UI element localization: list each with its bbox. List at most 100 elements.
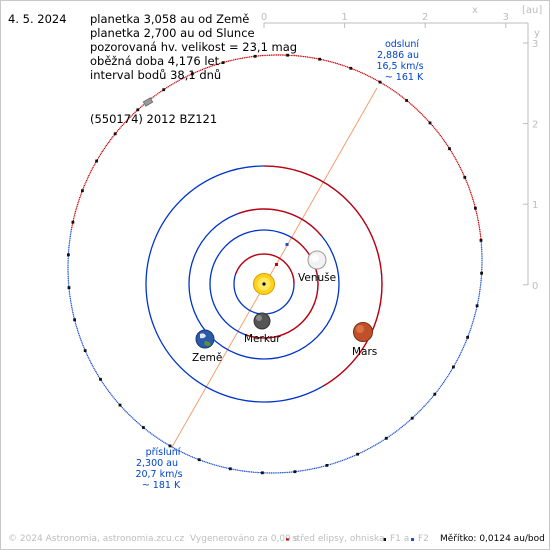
asteroid-orbit-dot — [67, 263, 69, 265]
asteroid-orbit-dot — [471, 322, 474, 325]
asteroid-orbit-dot — [200, 69, 202, 71]
asteroid-orbit-dot — [210, 463, 212, 465]
asteroid-orbit-dot — [481, 257, 483, 260]
asteroid-orbit-dot — [86, 354, 89, 357]
asteroid-orbit-dot — [125, 120, 127, 123]
asteroid-orbit-dot — [324, 59, 326, 62]
asteroid-orbit-dot — [469, 329, 471, 332]
planet-orbits — [145, 165, 383, 403]
asteroid-orbit-dot — [303, 55, 305, 58]
asteroid-interval-marker — [480, 271, 483, 275]
perihelion-speed: 20,7 km/s — [135, 469, 182, 480]
asteroid-orbit-dot — [481, 250, 483, 252]
asteroid-orbit-dot — [69, 299, 72, 301]
asteroid-orbit-dot — [88, 174, 90, 177]
asteroid-orbit-dot — [481, 267, 483, 269]
asteroid-orbit-dot — [472, 319, 475, 321]
asteroid-orbit-dot — [70, 301, 72, 303]
asteroid[interactable] — [142, 97, 154, 107]
asteroid-orbit-dot — [288, 471, 291, 473]
asteroid-orbit-dot — [436, 130, 438, 132]
asteroid-orbit-dot — [446, 145, 449, 147]
asteroid-orbit — [67, 53, 483, 475]
asteroid-orbit-dot — [475, 211, 477, 213]
asteroid-orbit-dot — [412, 105, 415, 108]
asteroid-orbit-dot — [229, 60, 231, 62]
asteroid-orbit-dot — [473, 204, 476, 206]
asteroid-orbit-dot — [129, 116, 131, 119]
asteroid-orbit-dot — [460, 351, 462, 354]
object-name: (550174) 2012 BZ121 — [90, 112, 218, 126]
info-line-magnitude: pozorovaná hv. velikost = 23,1 mag — [90, 40, 298, 54]
mercury[interactable] — [253, 312, 271, 330]
asteroid-orbit-dot — [236, 469, 238, 471]
venus[interactable] — [307, 250, 327, 270]
asteroid-orbit-dot — [447, 375, 449, 378]
asteroid-orbit-dot — [94, 369, 96, 371]
asteroid-orbit-dot — [79, 196, 81, 199]
asteroid-orbit-dot — [103, 147, 106, 150]
asteroid-orbit-dot — [478, 296, 480, 298]
asteroid-orbit-dot — [142, 104, 144, 106]
asteroid-orbit-dot — [207, 462, 209, 464]
focus-f2-marker — [285, 243, 289, 246]
asteroid-orbit-dot — [243, 57, 245, 59]
asteroid-orbit-dot — [407, 421, 409, 423]
asteroid-interval-marker — [118, 403, 122, 407]
asteroid-orbit-dot — [68, 285, 70, 287]
asteroid-orbit-dot — [272, 54, 274, 56]
asteroid-orbit-dot — [283, 54, 285, 56]
asteroid-orbit-dot — [69, 234, 72, 236]
asteroid-orbit-dot — [481, 252, 483, 254]
asteroid-orbit-dot — [172, 83, 174, 85]
mars[interactable] — [353, 322, 373, 342]
asteroid-orbit-dot — [86, 353, 88, 355]
asteroid-orbit-dot — [226, 467, 228, 469]
asteroid-orbit-dot — [457, 162, 459, 164]
asteroid-orbit-dot — [406, 422, 408, 424]
asteroid-orbit-dot — [470, 193, 472, 195]
asteroid-orbit-dot — [110, 138, 112, 141]
venus-orbit-ascending-arc — [245, 236, 319, 339]
asteroid-orbit-dot — [360, 71, 362, 74]
asteroid-orbit-dot — [313, 467, 316, 470]
y-axis-corner-label: y — [534, 28, 540, 39]
asteroid-orbit-dot — [403, 424, 405, 426]
y-tick-label: 3 — [532, 39, 538, 50]
asteroid-orbit-dot — [121, 407, 124, 409]
asteroid-orbit-dot — [99, 154, 102, 156]
asteroid-orbit-dot — [75, 326, 78, 328]
asteroid-orbit-dot — [256, 55, 258, 57]
asteroid-orbit-dot — [164, 442, 167, 444]
asteroid-orbit-dot — [387, 86, 389, 88]
asteroid-orbit-dot — [267, 54, 269, 56]
asteroid-orbit-dot — [272, 472, 274, 474]
asteroid-orbit-dot — [421, 114, 424, 116]
legend-f2-marker — [411, 538, 414, 541]
asteroid-orbit-dot — [70, 230, 72, 232]
asteroid-orbit-dot — [381, 440, 383, 442]
asteroid-orbit-dot — [340, 460, 342, 462]
asteroid-orbit-dot — [69, 295, 71, 298]
date-label: 4. 5. 2024 — [8, 12, 67, 26]
asteroid-orbit-dot — [146, 430, 149, 432]
asteroid-orbit-dot — [67, 268, 69, 271]
asteroid-orbit-dot — [78, 198, 80, 200]
asteroid-orbit-dot — [390, 434, 392, 436]
asteroid-orbit-dot — [101, 150, 104, 153]
asteroid-orbit-dot — [470, 326, 472, 328]
asteroid-orbit-dot — [103, 384, 106, 386]
asteroid-orbit-dot — [75, 209, 77, 211]
asteroid-orbit-dot — [124, 409, 126, 412]
asteroid-orbit-dot — [319, 466, 321, 468]
earth[interactable] — [195, 329, 215, 349]
asteroid-orbit-dot — [73, 218, 75, 220]
asteroid-orbit-dot — [169, 85, 171, 87]
asteroid-orbit-dot — [94, 163, 96, 165]
asteroid-orbit-dot — [69, 239, 71, 241]
asteroid-orbit-dot — [388, 435, 390, 437]
footer-copyright[interactable]: © 2024 Astronomia, astronomia.zcu.cz — [8, 534, 185, 544]
asteroid-orbit-dot — [285, 54, 287, 56]
asteroid-orbit-dot — [295, 55, 298, 57]
asteroid-orbit-dot — [444, 142, 447, 144]
